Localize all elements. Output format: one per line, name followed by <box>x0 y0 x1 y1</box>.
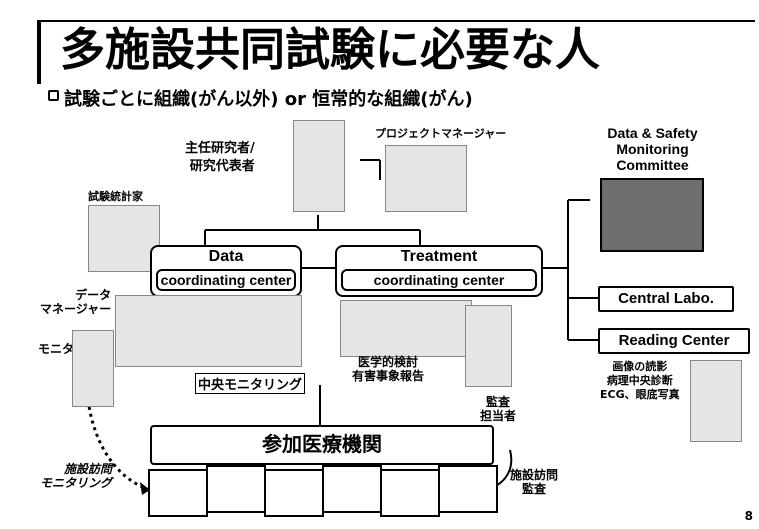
site-visit-monitoring-label: 施設訪問 モニタリング <box>40 462 113 490</box>
medical-review-label: 医学的検討 有害事象報告 <box>352 355 425 383</box>
page-title: 多施設共同試験に必要な人 <box>60 23 601 76</box>
data-managers-illustration <box>115 295 302 367</box>
dsmc-label: Data & Safety Monitoring Committee <box>607 125 698 173</box>
site-illustration <box>264 469 324 517</box>
reading-center-tasks: 画像の読影 病理中央診断 ECG、眼底写真 <box>600 360 680 401</box>
central-monitoring-label: 中央モニタリング <box>195 373 306 394</box>
statistician-illustration <box>88 205 160 272</box>
data-center-subtitle: coordinating center <box>156 269 296 291</box>
page-number: 8 <box>744 509 753 523</box>
participating-sites-group <box>148 465 498 525</box>
auditor-label: 監査 担当者 <box>480 395 517 423</box>
bullet-icon <box>48 90 59 101</box>
statistician-label: 試験統計家 <box>88 190 143 203</box>
title-left-rule <box>37 20 41 84</box>
monitor-illustration <box>72 330 114 407</box>
site-illustration <box>438 465 498 513</box>
site-visit-audit-label: 施設訪問 監査 <box>510 468 559 496</box>
central-labo-box: Central Labo. <box>598 286 734 312</box>
dsmc-meeting-illustration <box>600 178 704 252</box>
title-top-rule <box>37 20 755 22</box>
data-center-title: Data <box>208 248 244 265</box>
data-coordinating-center-box: Data coordinating center <box>150 245 302 297</box>
page-subtitle: 試験ごとに組織(がん以外) or 恒常的な組織(がん) <box>64 89 473 110</box>
treatment-center-title: Treatment <box>400 248 478 265</box>
reader-illustration <box>690 360 742 442</box>
reading-center-box: Reading Center <box>598 328 750 354</box>
auditor-illustration <box>465 305 512 387</box>
treatment-center-subtitle: coordinating center <box>341 269 537 291</box>
medical-review-illustration <box>340 300 472 357</box>
data-manager-label: データ マネージャー <box>40 288 112 316</box>
principal-investigator-label: 主任研究者/ 研究代表者 <box>185 141 255 174</box>
site-illustration <box>148 469 208 517</box>
site-illustration <box>380 469 440 517</box>
project-manager-illustration <box>385 145 467 212</box>
project-manager-label: プロジェクトマネージャー <box>375 127 507 140</box>
site-illustration <box>322 465 382 513</box>
treatment-coordinating-center-box: Treatment coordinating center <box>335 245 543 297</box>
site-illustration <box>206 465 266 513</box>
participating-sites-box: 参加医療機関 <box>150 425 494 465</box>
principal-investigator-illustration <box>293 120 345 212</box>
